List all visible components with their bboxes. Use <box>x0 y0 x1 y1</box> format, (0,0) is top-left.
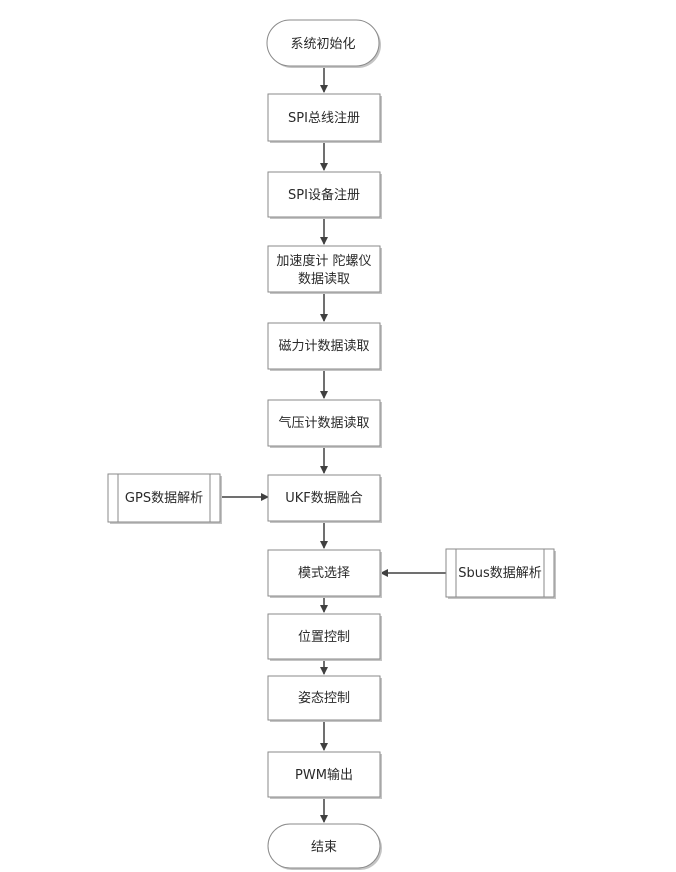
process-attitude-control: 姿态控制 <box>267 675 382 722</box>
process-pwm-output: PWM输出 <box>267 751 382 799</box>
connectors <box>220 67 446 823</box>
start-label: 系统初始化 <box>290 37 355 52</box>
start-terminator: 系统初始化 <box>266 19 381 68</box>
step-label-ukf: UKF数据融合 <box>285 491 363 506</box>
sbus-label: Sbus数据解析 <box>458 566 542 581</box>
process-mode-select: 模式选择 <box>267 549 382 598</box>
step-label-imu-line1: 加速度计 陀螺仪 <box>276 253 371 269</box>
end-label: 结束 <box>311 840 337 855</box>
predefined-gps-parse: GPS数据解析 <box>107 473 222 524</box>
step-label-mag: 磁力计数据读取 <box>278 339 369 354</box>
process-position-control: 位置控制 <box>267 613 382 661</box>
step-label-baro: 气压计数据读取 <box>278 415 369 431</box>
process-baro-read: 气压计数据读取 <box>267 399 382 448</box>
process-ukf-fusion: UKF数据融合 <box>267 474 382 523</box>
process-mag-read: 磁力计数据读取 <box>267 322 382 371</box>
predefined-sbus-parse: Sbus数据解析 <box>445 548 556 599</box>
gps-label: GPS数据解析 <box>125 491 203 506</box>
step-label-pwm: PWM输出 <box>295 767 353 783</box>
step-label-spi-device: SPI设备注册 <box>288 187 360 203</box>
process-imu-read: 加速度计 陀螺仪 数据读取 <box>267 245 382 294</box>
step-label-attitude: 姿态控制 <box>298 690 350 706</box>
process-spi-device: SPI设备注册 <box>267 171 382 219</box>
step-label-imu-line2: 数据读取 <box>298 272 350 287</box>
end-terminator: 结束 <box>267 823 382 870</box>
step-label-spi-bus: SPI总线注册 <box>288 111 360 126</box>
step-label-position: 位置控制 <box>298 630 350 645</box>
step-label-mode: 模式选择 <box>298 566 350 581</box>
process-spi-bus: SPI总线注册 <box>267 93 382 143</box>
